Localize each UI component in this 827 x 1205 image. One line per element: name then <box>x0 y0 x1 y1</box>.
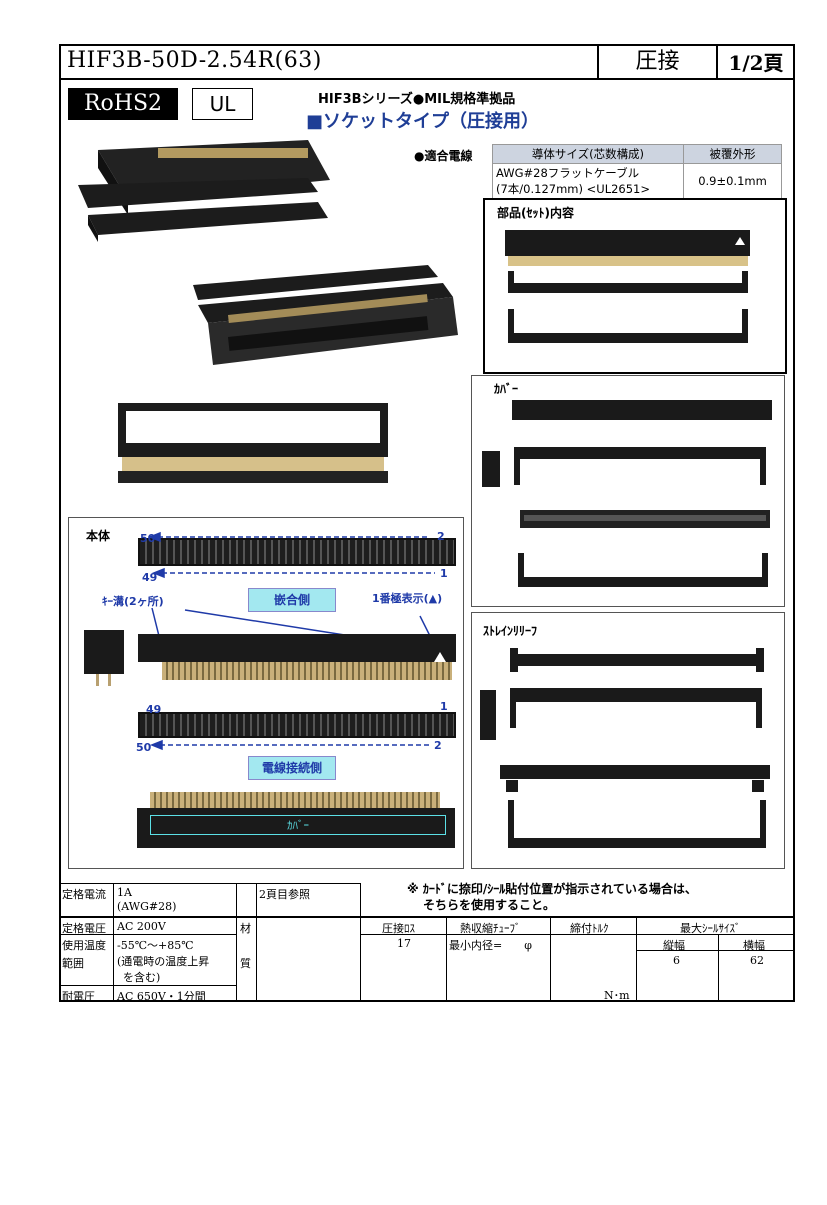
pin-50-label-b: 50 <box>136 741 152 754</box>
pin-2-label-b: 2 <box>434 739 442 752</box>
mating-face-drawing <box>138 538 456 566</box>
side-view-photo <box>84 630 124 686</box>
socket-photo-1 <box>78 140 330 242</box>
seal-width-value: 62 <box>750 954 764 967</box>
seal-height-label: 縦幅 <box>663 939 685 952</box>
seal-height-value: 6 <box>673 954 680 967</box>
wire-conductor-line1: AWG#28フラットケーブル <box>496 166 640 180</box>
parts-photo <box>505 230 750 343</box>
pin-1-label-b: 1 <box>440 700 448 713</box>
cover-pins <box>150 792 440 808</box>
mating-side-label: 嵌合側 <box>248 588 336 612</box>
header-divider <box>597 44 599 79</box>
torque-label: 締付ﾄﾙｸ <box>570 922 609 935</box>
page-frame <box>59 44 795 1002</box>
body-box <box>68 517 464 869</box>
cover-box <box>471 375 785 607</box>
socket-photo-2 <box>193 265 458 365</box>
temp-note-2: を含む) <box>123 971 161 984</box>
wire-header-conductor: 導体サイズ(芯数構成) <box>492 144 684 164</box>
spec-rule <box>256 883 257 1001</box>
seal-size-label: 最大ｼｰﾙｻｲｽﾞ <box>680 922 741 935</box>
spec-rule <box>360 883 361 1001</box>
pin-49-label: 49 <box>142 571 158 584</box>
rated-voltage-value: AC 200V <box>117 920 166 933</box>
strain-relief-photo <box>480 648 770 848</box>
wire-label: ●適合電線 <box>414 149 473 163</box>
heat-tube-value: 最小内径= φ <box>449 939 532 952</box>
spec-rule <box>636 950 795 951</box>
cover-bottom-photo <box>137 808 455 848</box>
note-line-2: そちらを使用すること。 <box>423 898 556 912</box>
body-label: 本体 <box>86 529 111 543</box>
rated-current-sub: (AWG#28) <box>117 900 177 913</box>
crimp-loss-value: 17 <box>397 937 411 950</box>
page-number: 1/2頁 <box>728 51 784 75</box>
ul-badge: UL <box>192 88 253 120</box>
spec-rule <box>446 916 447 1001</box>
wire-table: 導体サイズ(芯数構成) 被覆外形 AWG#28フラットケーブル (7本/0.12… <box>492 144 782 199</box>
header-rule <box>59 78 795 80</box>
pin-50-label: 50 <box>140 532 156 545</box>
crimp-loss-label: 圧接ﾛｽ <box>382 922 415 935</box>
seal-width-label: 横幅 <box>743 939 765 952</box>
strain-relief-box <box>471 612 785 869</box>
wire-conductor-line2: (7本/0.127mm) <UL2651> <box>496 182 651 196</box>
body-pins <box>162 662 452 680</box>
pin1-triangle-icon <box>434 652 446 662</box>
wire-outer-cell: 0.9±0.1mm <box>683 163 782 199</box>
cover-photo <box>482 400 772 587</box>
spec-rule <box>59 916 795 918</box>
series-line: HIF3Bシリーズ●MIL規格準拠品 <box>318 92 516 107</box>
pin-1-label: 1 <box>440 567 448 580</box>
withstand-value: AC 650V・1分間 <box>117 990 206 1003</box>
part-number-title: HIF3B-50D-2.54R(63) <box>67 48 322 73</box>
note-line-1: ※ ｶｰﾄﾞに捺印/ｼｰﾙ貼付位置が指示されている場合は、 <box>407 882 697 896</box>
pin-2-label: 2 <box>437 530 445 543</box>
rated-current-value: 1A <box>117 886 132 899</box>
spec-rule <box>636 916 637 1001</box>
temp-label-1: 使用温度 <box>62 939 106 952</box>
product-subtitle: ■ソケットタイプ（圧接用） <box>306 111 540 132</box>
wire-header-outer: 被覆外形 <box>683 144 782 164</box>
spec-rule <box>718 934 719 1001</box>
wire-conductor-cell: AWG#28フラットケーブル (7本/0.127mm) <UL2651> <box>492 163 684 199</box>
rohs-badge: RoHS2 <box>68 88 178 120</box>
strain-relief-label: ｽﾄﾚｲﾝﾘﾘｰﾌ <box>483 624 538 638</box>
spec-rule <box>59 985 236 986</box>
body-side-photo <box>138 634 456 662</box>
wire-face-drawing <box>138 712 456 738</box>
method-label: 圧接 <box>635 49 680 74</box>
heat-tube-label: 熱収縮ﾁｭｰﾌﾞ <box>460 922 521 935</box>
temp-value: -55℃～+85℃ <box>117 939 194 952</box>
rated-voltage-label: 定格電圧 <box>62 922 106 935</box>
pin1-mark-label: 1番極表示(▲) <box>372 592 443 605</box>
material-label-1: 材 <box>240 922 251 935</box>
cover-label: ｶﾊﾞｰ <box>494 382 519 396</box>
withstand-label: 耐電圧 <box>62 990 95 1003</box>
temp-label-2: 範囲 <box>62 957 84 970</box>
spec-rule <box>550 916 551 1001</box>
pin-49-label-b: 49 <box>146 703 162 716</box>
parts-label: 部品(ｾｯﾄ)内容 <box>497 206 574 220</box>
key-groove-label: ｷｰ溝(2ヶ所) <box>102 595 164 608</box>
rated-current-label: 定格電流 <box>62 888 106 901</box>
parts-box <box>483 198 787 374</box>
torque-unit: N･m <box>604 989 630 1002</box>
material-value: 2頁目参照 <box>259 888 310 901</box>
header-divider <box>716 44 718 79</box>
spec-rule <box>113 883 114 1001</box>
socket-photo-3 <box>118 403 388 483</box>
material-label-2: 質 <box>240 957 251 970</box>
cover-print-area: ｶﾊﾞｰ <box>150 815 446 835</box>
spec-rule <box>236 883 237 1001</box>
spec-rule <box>360 934 795 935</box>
spec-rule <box>59 934 236 935</box>
spec-rule <box>59 883 360 884</box>
wire-side-label: 電線接続側 <box>248 756 336 780</box>
temp-note-1: (通電時の温度上昇 <box>117 955 210 968</box>
